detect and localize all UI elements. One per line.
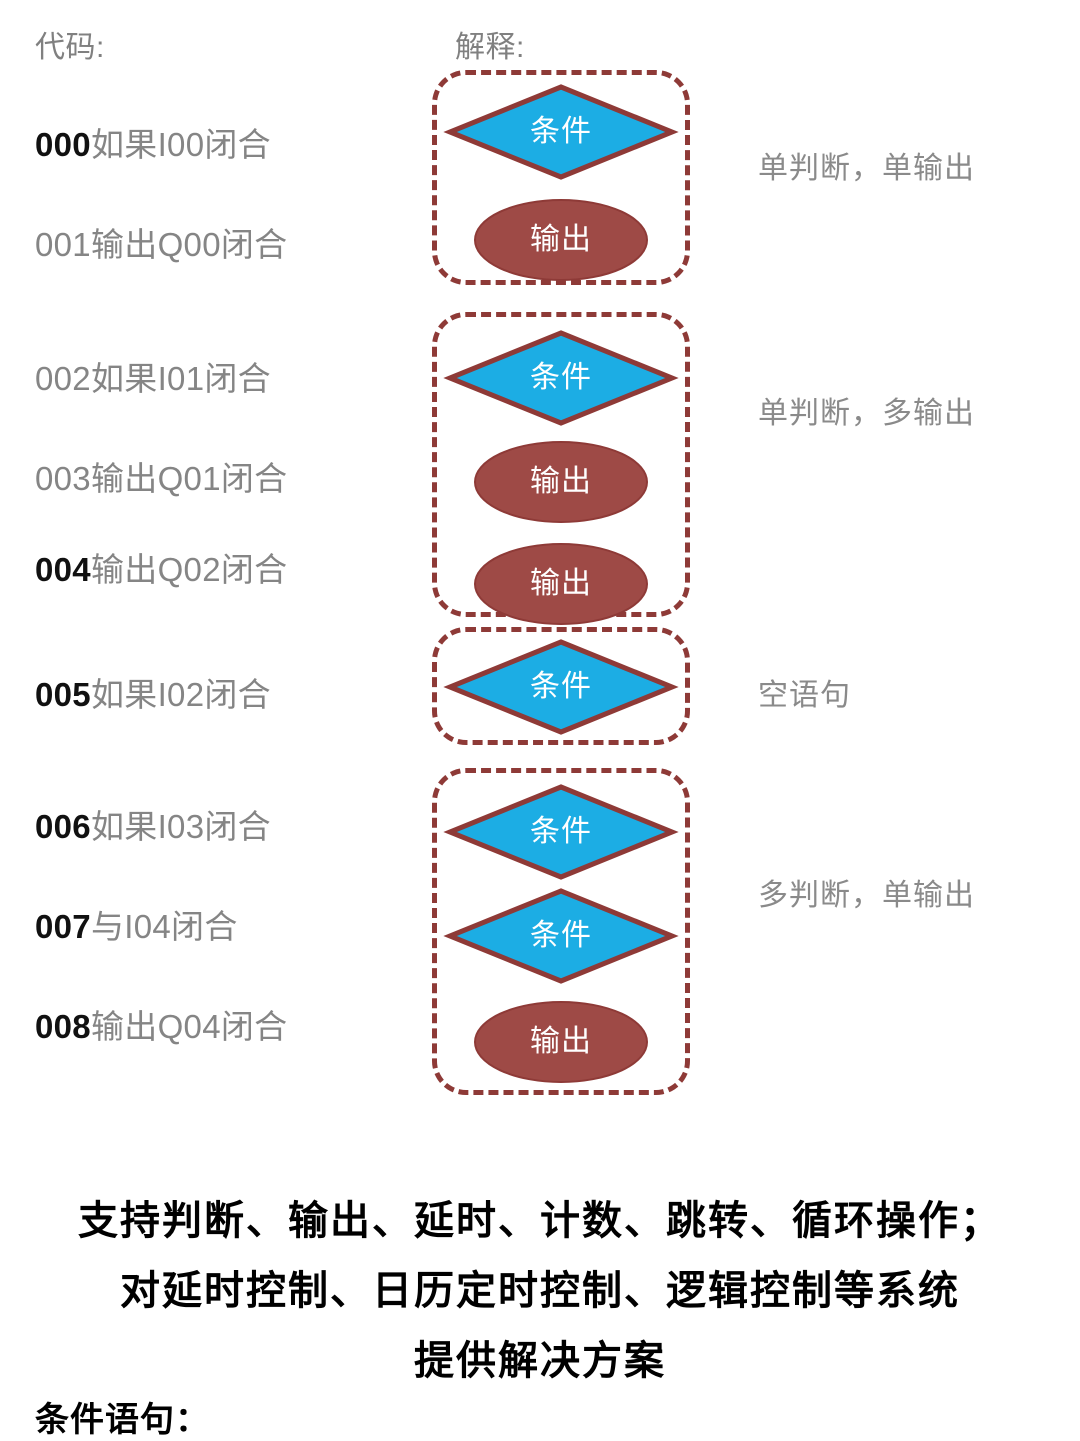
code-line-number: 002 [35, 360, 91, 397]
output-ellipse: 输出 [473, 440, 649, 524]
code-line: 004输出Q02闭合 [35, 543, 287, 591]
code-line-number: 006 [35, 808, 91, 845]
output-ellipse: 输出 [473, 542, 649, 626]
condition-label: 条件 [530, 115, 592, 148]
code-line-text: 如果I03闭合 [90, 808, 271, 845]
explanation-label-4: 多判断，单输出 [758, 879, 975, 912]
output-ellipse: 输出 [473, 198, 649, 282]
condition-diamond: 条件 [443, 84, 679, 180]
flow-group-3 [432, 627, 690, 745]
code-line-text: 输出Q01闭合 [90, 460, 288, 497]
code-line-number: 003 [35, 460, 91, 497]
code-line-text: 与I04闭合 [90, 908, 238, 945]
output-ellipse: 输出 [473, 1000, 649, 1084]
condition-diamond: 条件 [443, 784, 679, 880]
output-label: 输出 [530, 465, 592, 498]
condition-label: 条件 [530, 815, 592, 848]
code-line-text: 输出Q04闭合 [90, 1008, 288, 1045]
code-column-header: 代码: [35, 31, 105, 64]
code-line-text: 输出Q00闭合 [90, 226, 288, 263]
condition-label: 条件 [530, 919, 592, 952]
output-label: 输出 [530, 223, 592, 256]
condition-label: 条件 [530, 670, 592, 703]
summary-line-3: 提供解决方案 [414, 1339, 666, 1383]
explanation-label-3: 空语句 [758, 679, 851, 712]
output-label: 输出 [530, 1025, 592, 1058]
code-line: 001输出Q00闭合 [35, 218, 287, 266]
code-line: 005如果I02闭合 [35, 668, 271, 716]
code-line: 002如果I01闭合 [35, 352, 271, 400]
output-label: 输出 [530, 567, 592, 600]
code-line-text: 如果I01闭合 [90, 360, 271, 397]
explanation-label-2: 单判断，多输出 [758, 397, 975, 430]
code-line: 006如果I03闭合 [35, 800, 271, 848]
flow-group-4 [432, 768, 690, 1095]
condition-label: 条件 [530, 361, 592, 394]
explanation-column-header: 解释: [455, 31, 525, 64]
code-line-number: 000 [35, 126, 91, 163]
flow-group-1 [432, 70, 690, 285]
code-line: 007与I04闭合 [35, 900, 238, 948]
code-line-number: 004 [35, 551, 91, 588]
code-line-number: 005 [35, 676, 91, 713]
footer-label: 条件语句： [35, 1401, 210, 1439]
summary-line-1: 支持判断、输出、延时、计数、跳转、循环操作； [78, 1199, 1002, 1243]
code-line-text: 如果I00闭合 [90, 126, 271, 163]
code-line-number: 008 [35, 1008, 91, 1045]
summary-line-2: 对延时控制、日历定时控制、逻辑控制等系统 [120, 1269, 960, 1313]
code-line-text: 输出Q02闭合 [90, 551, 288, 588]
condition-diamond: 条件 [443, 888, 679, 984]
code-line: 008输出Q04闭合 [35, 1000, 287, 1048]
explanation-label-1: 单判断，单输出 [758, 152, 975, 185]
code-line-number: 007 [35, 908, 91, 945]
code-line: 000如果I00闭合 [35, 118, 271, 166]
code-line: 003输出Q01闭合 [35, 452, 287, 500]
condition-diamond: 条件 [443, 330, 679, 426]
code-line-number: 001 [35, 226, 91, 263]
condition-diamond: 条件 [443, 639, 679, 735]
code-line-text: 如果I02闭合 [90, 676, 271, 713]
